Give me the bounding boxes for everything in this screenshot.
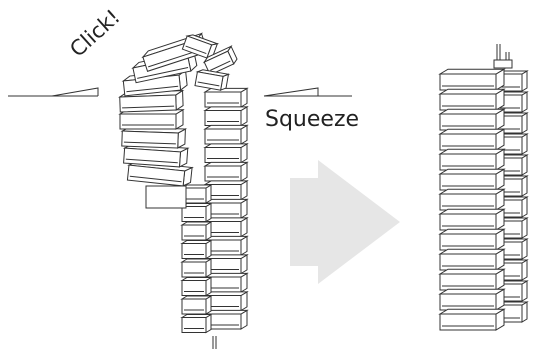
block: [438, 208, 506, 231]
block: [203, 198, 249, 219]
block: [438, 228, 506, 251]
block: [496, 175, 529, 197]
block: [438, 308, 506, 331]
block: [180, 313, 213, 334]
block: [438, 68, 506, 91]
block: [180, 258, 213, 278]
block: [438, 148, 506, 171]
block: [203, 254, 249, 275]
block: [203, 180, 249, 201]
block: [180, 276, 213, 297]
block: [203, 143, 249, 164]
block: [438, 108, 506, 131]
block: [180, 295, 213, 315]
block: [202, 45, 238, 76]
block: [438, 268, 506, 291]
block: [203, 161, 249, 182]
push-arrow-left-icon: [8, 87, 99, 97]
block: [438, 188, 506, 211]
block: [180, 221, 213, 241]
block: [203, 272, 249, 293]
block: [126, 161, 194, 187]
block: [203, 87, 249, 108]
block: [438, 288, 506, 311]
block: [203, 235, 249, 256]
stack-after-top-fixture: [493, 44, 513, 69]
stack-before: [117, 32, 249, 349]
stack-after-left-column: [438, 68, 506, 331]
stack-after: [438, 44, 529, 331]
right-arrow-icon: [290, 160, 400, 284]
block: [438, 128, 506, 151]
block: [194, 69, 231, 91]
block: [438, 168, 506, 191]
push-arrow-right-icon: [263, 87, 352, 97]
block: [181, 34, 220, 59]
block: [180, 239, 213, 260]
squeeze-label: Squeeze: [265, 107, 359, 132]
block: [120, 126, 188, 149]
block: [438, 248, 506, 271]
block: [118, 108, 185, 130]
stack-before-left-column: [180, 184, 213, 334]
stack-before-tilted-blocks: [117, 32, 238, 209]
click-label: Click!: [65, 5, 125, 62]
block: [203, 124, 249, 145]
block: [117, 89, 185, 113]
block: [203, 106, 249, 127]
stack-before-footing: [145, 185, 187, 209]
block: [438, 88, 506, 111]
